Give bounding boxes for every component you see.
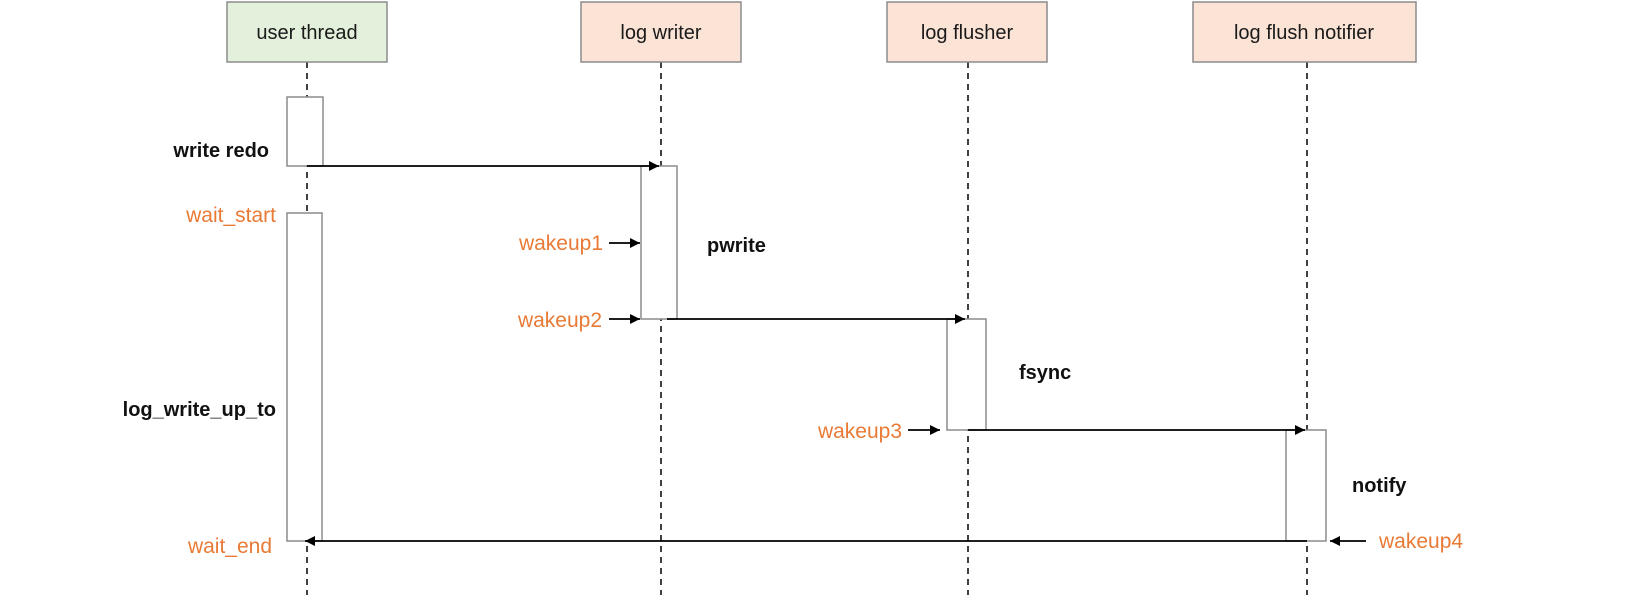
lifelines [306, 62, 1308, 595]
step-label-fsync: fsync [1019, 362, 1071, 384]
event-label-wakeup3: wakeup3 [817, 420, 902, 443]
wakeup-arrows [609, 238, 1366, 546]
messages [305, 161, 1307, 546]
participant-label: log flush notifier [1234, 22, 1374, 44]
participant-user-thread: user thread [226, 1, 388, 63]
event-label-wait-end: wait_end [187, 535, 272, 558]
participant-box [580, 1, 742, 63]
participant-label: log writer [620, 22, 701, 44]
event-label-wakeup1: wakeup1 [518, 232, 603, 255]
event-labels: wait_start wait_end wakeup1 wakeup2 wake… [185, 204, 1463, 558]
participant-box [886, 1, 1048, 63]
activations [286, 96, 1327, 542]
participant-log-writer: log writer [580, 1, 742, 63]
activation-notify [1285, 429, 1327, 542]
participant-log-flusher: log flusher [886, 1, 1048, 63]
participant-box [226, 1, 388, 63]
step-label-pwrite: pwrite [707, 235, 766, 257]
step-labels: write redo log_write_up_to pwrite fsync … [123, 140, 1408, 497]
participant-label: user thread [256, 22, 357, 44]
activation-log-write-up-to [286, 212, 323, 542]
participant-label: log flusher [921, 22, 1014, 44]
step-label-notify: notify [1352, 475, 1407, 497]
activation-pwrite [640, 165, 678, 320]
activation-fsync [946, 318, 987, 431]
activation-write-redo [286, 96, 324, 167]
step-label-log-write-up-to: log_write_up_to [123, 399, 276, 421]
event-label-wait-start: wait_start [185, 204, 276, 227]
participant-box [1192, 1, 1417, 63]
event-label-wakeup2: wakeup2 [517, 309, 602, 332]
participant-log-flush-notifier: log flush notifier [1192, 1, 1417, 63]
event-label-wakeup4: wakeup4 [1378, 530, 1463, 553]
step-label-write-redo: write redo [172, 140, 269, 162]
